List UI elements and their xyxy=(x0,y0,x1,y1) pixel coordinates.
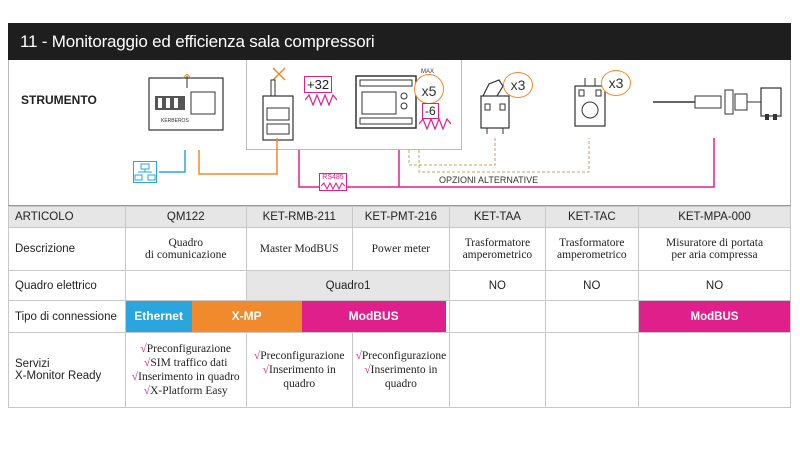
check-icon: √ xyxy=(144,357,151,369)
col-mpa: KET-MPA-000 xyxy=(638,206,791,228)
page-title: 11 - Monitoraggio ed efficienza sala com… xyxy=(8,23,791,60)
wave-icon-2 xyxy=(419,118,451,130)
flow-meter-icon xyxy=(653,87,782,120)
serv-qm122-1: Preconfigurazione xyxy=(146,343,232,355)
serv-rmb-2: Inserimento in xyxy=(268,364,336,376)
connessione-bar-cell: Ethernet X-MP ModBUS xyxy=(124,300,451,333)
connection-lines xyxy=(159,138,715,188)
divider xyxy=(8,205,791,206)
col-qm122: QM122 xyxy=(124,206,247,228)
servizi-label-2: X-Monitor Ready xyxy=(15,370,102,382)
modbus-group-box xyxy=(246,60,462,150)
quadro-rmb-pmt: Quadro1 xyxy=(245,270,451,301)
serv-mpa xyxy=(638,332,791,408)
quadro-tac: NO xyxy=(544,270,640,301)
serv-qm122: √Preconfigurazione √SIM traffico dati √I… xyxy=(124,332,247,408)
x3-badge-tac: x3 xyxy=(601,70,631,96)
max-label: MAX xyxy=(421,69,435,75)
check-icon: √ xyxy=(262,364,269,376)
check-icon: √ xyxy=(143,385,151,397)
col-pmt: KET-PMT-216 xyxy=(351,206,451,228)
desc-tac-l2: amperometrico xyxy=(557,249,627,261)
desc-rmb: Master ModBUS xyxy=(245,227,353,271)
modbus-segment: ModBUS xyxy=(301,301,446,332)
taa-clamp-icon xyxy=(480,79,510,134)
x5-label: x5 xyxy=(421,83,437,99)
rs485-label: RS485 xyxy=(322,174,344,181)
serv-qm122-4: X-Platform Easy xyxy=(150,385,228,397)
plus-32-badge: +32 xyxy=(304,76,333,93)
check-icon: √ xyxy=(253,350,261,362)
table-header-row: ARTICOLO QM122 KET-RMB-211 KET-PMT-216 K… xyxy=(8,206,791,228)
kerberos-text: KERBEROS xyxy=(161,118,189,124)
desc-qm122-l1: Quadro xyxy=(168,237,203,249)
quadro-row: Quadro elettrico Quadro1 NO NO NO xyxy=(8,270,791,301)
quadro-qm122 xyxy=(124,270,247,301)
serv-qm122-3: Inserimento in quadro xyxy=(138,371,240,383)
serv-tac xyxy=(544,332,640,408)
xmp-segment: X-MP xyxy=(191,301,302,332)
instrument-diagram: STRUMENTO KERBEROS +32 MAX x5 -6 xyxy=(8,60,791,205)
check-icon: √ xyxy=(140,343,147,355)
opzioni-alternative-label: OPZIONI ALTERNATIVE xyxy=(439,175,539,185)
rmb-device-icon xyxy=(262,67,294,141)
serv-qm122-2: SIM traffico dati xyxy=(150,357,228,369)
articles-table: ARTICOLO QM122 KET-RMB-211 KET-PMT-216 K… xyxy=(8,206,791,408)
strumento-label: STRUMENTO xyxy=(21,93,97,107)
col-tac: KET-TAC xyxy=(544,206,640,228)
check-icon: √ xyxy=(364,364,371,376)
serv-pmt: √Preconfigurazione √Inserimento in quadr… xyxy=(351,332,451,408)
serv-pmt-1: Preconfigurazione xyxy=(361,350,447,362)
serv-taa xyxy=(449,332,546,408)
ethernet-segment: Ethernet xyxy=(125,301,192,332)
check-icon: √ xyxy=(131,371,139,383)
wave-icon xyxy=(305,94,337,106)
desc-tac-l1: Trasformatore xyxy=(559,237,625,249)
x3-badge-taa: x3 xyxy=(503,72,533,98)
quadro-taa: NO xyxy=(449,270,546,301)
connessione-row: Tipo di connessione Ethernet X-MP ModBUS… xyxy=(8,300,791,333)
connection-bar: Ethernet X-MP ModBUS xyxy=(125,301,450,332)
col-taa: KET-TAA xyxy=(449,206,546,228)
qm122-device-icon: KERBEROS xyxy=(148,74,224,131)
quadro-label: Quadro elettrico xyxy=(8,270,126,301)
network-icon xyxy=(133,161,157,183)
serv-pmt-3: quadro xyxy=(384,378,417,390)
check-icon: √ xyxy=(355,350,362,362)
desc-qm122-l2: di comunicazione xyxy=(145,249,227,261)
serv-rmb-3: quadro xyxy=(283,378,316,390)
serv-pmt-2: Inserimento in xyxy=(370,364,438,376)
conn-taa xyxy=(449,300,546,333)
servizi-label-1: Servizi xyxy=(15,358,50,370)
quadro-mpa: NO xyxy=(638,270,791,301)
power-meter-icon xyxy=(355,75,417,129)
articolo-header: ARTICOLO xyxy=(8,206,126,228)
desc-taa-l2: amperometrico xyxy=(462,249,533,261)
desc-mpa-l1: Misuratore di portata xyxy=(665,237,764,249)
rs485-wave-icon xyxy=(320,181,346,191)
modbus-mpa-segment: ModBUS xyxy=(638,300,791,333)
desc-mpa-l2: per aria compressa xyxy=(671,249,758,261)
tac-sensor-icon xyxy=(574,78,606,127)
minus-6-badge: -6 xyxy=(422,103,439,119)
conn-tac xyxy=(544,300,640,333)
serv-rmb-1: Preconfigurazione xyxy=(260,350,345,362)
descrizione-label: Descrizione xyxy=(8,227,126,271)
desc-pmt: Power meter xyxy=(351,227,451,271)
desc-taa-l1: Trasformatore xyxy=(464,237,531,249)
col-rmb: KET-RMB-211 xyxy=(245,206,353,228)
serv-rmb: √Preconfigurazione √Inserimento in quadr… xyxy=(245,332,353,408)
rs485-badge: RS485 xyxy=(319,173,347,191)
connessione-label: Tipo di connessione xyxy=(8,300,126,333)
